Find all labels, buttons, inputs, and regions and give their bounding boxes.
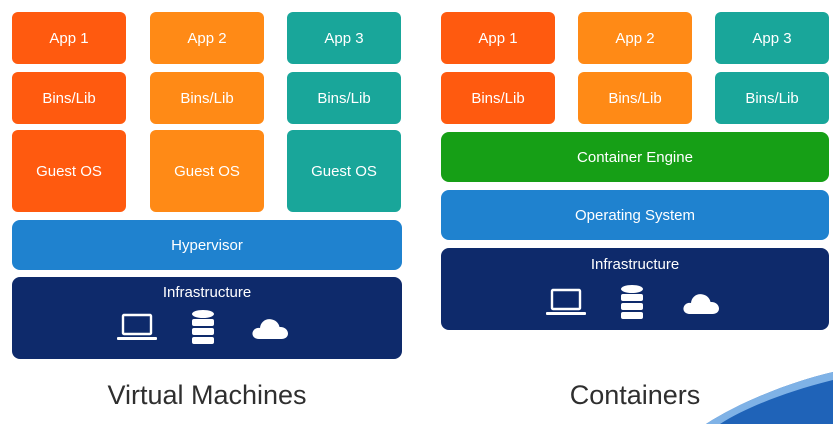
vm-app-2-block: App 2 [150,12,264,64]
vm-guest-os-2-block: Guest OS [150,130,264,212]
cloud-icon [252,319,288,339]
vm-infrastructure-layer: Infrastructure [12,277,402,359]
vm-bins-lib-1-block: Bins/Lib [12,72,126,124]
container-engine-layer: Container Engine [441,132,829,182]
database-icon [192,310,214,344]
container-app-1-block: App 1 [441,12,555,64]
vm-bins-lib-2-block: Bins/Lib [150,72,264,124]
operating-system-layer: Operating System [441,190,829,240]
vm-bins-lib-3-block: Bins/Lib [287,72,401,124]
container-app-2-block: App 2 [578,12,692,64]
vm-guest-os-3-block: Guest OS [287,130,401,212]
container-infrastructure-layer: Infrastructure [441,248,829,330]
container-app-3-block: App 3 [715,12,829,64]
container-bins-lib-2-block: Bins/Lib [578,72,692,124]
vm-app-1-block: App 1 [12,12,126,64]
database-icon [621,285,643,319]
vm-guest-os-1-block: Guest OS [12,130,126,212]
laptop-icon [546,288,586,315]
container-infrastructure-label: Infrastructure [590,256,680,273]
vm-app-3-block: App 3 [287,12,401,64]
container-bins-lib-3-block: Bins/Lib [715,72,829,124]
vm-caption: Virtual Machines [107,380,307,410]
containers-caption: Containers [569,380,701,410]
container-bins-lib-1-block: Bins/Lib [441,72,555,124]
hypervisor-layer: Hypervisor [12,220,402,270]
laptop-icon [117,313,157,340]
cloud-icon [683,294,719,314]
vm-infrastructure-label: Infrastructure [162,284,252,301]
